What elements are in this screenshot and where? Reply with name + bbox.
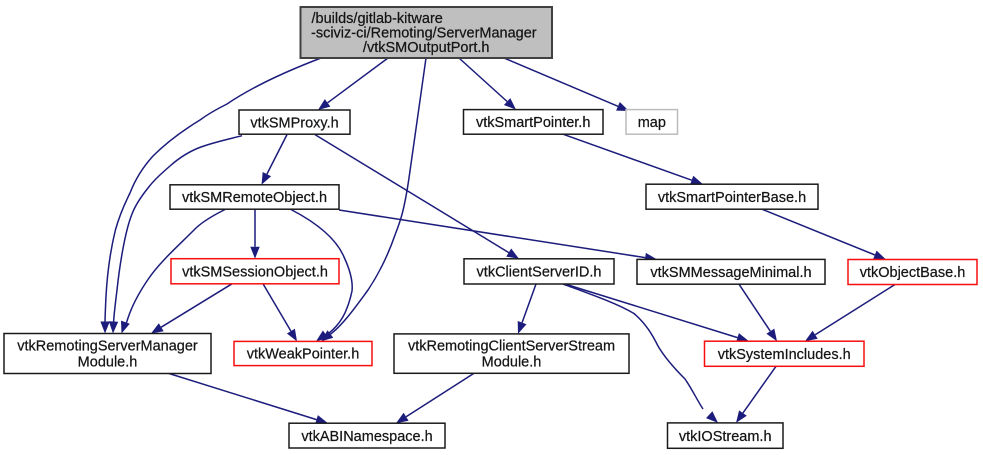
svg-text:Module.h: Module.h: [78, 355, 138, 371]
svg-text:vtkABINamespace.h: vtkABINamespace.h: [301, 429, 432, 445]
svg-text:map: map: [638, 115, 666, 131]
svg-text:vtkSmartPointerBase.h: vtkSmartPointerBase.h: [658, 190, 806, 206]
svg-text:vtkSystemIncludes.h: vtkSystemIncludes.h: [718, 347, 851, 363]
svg-text:vtkSMRemoteObject.h: vtkSMRemoteObject.h: [182, 190, 327, 206]
svg-text:vtkSMSessionObject.h: vtkSMSessionObject.h: [182, 264, 328, 280]
svg-text:vtkClientServerID.h: vtkClientServerID.h: [477, 265, 602, 281]
svg-text:vtkSMProxy.h: vtkSMProxy.h: [250, 115, 338, 131]
svg-text:/builds/gitlab-kitware: /builds/gitlab-kitware: [312, 11, 443, 27]
svg-text:vtkRemotingClientServerStream: vtkRemotingClientServerStream: [408, 339, 615, 355]
svg-text:vtkSmartPointer.h: vtkSmartPointer.h: [476, 115, 590, 131]
svg-text:Module.h: Module.h: [482, 355, 542, 371]
svg-text:vtkIOStream.h: vtkIOStream.h: [679, 429, 772, 445]
svg-text:vtkSMMessageMinimal.h: vtkSMMessageMinimal.h: [650, 265, 811, 281]
svg-text:/vtkSMOutputPort.h: /vtkSMOutputPort.h: [363, 40, 490, 56]
svg-text:vtkObjectBase.h: vtkObjectBase.h: [860, 265, 966, 281]
svg-text:vtkWeakPointer.h: vtkWeakPointer.h: [247, 347, 360, 363]
svg-text:-sciviz-ci/Remoting/ServerMana: -sciviz-ci/Remoting/ServerManager: [311, 26, 537, 42]
svg-text:vtkRemotingServerManager: vtkRemotingServerManager: [17, 339, 198, 355]
